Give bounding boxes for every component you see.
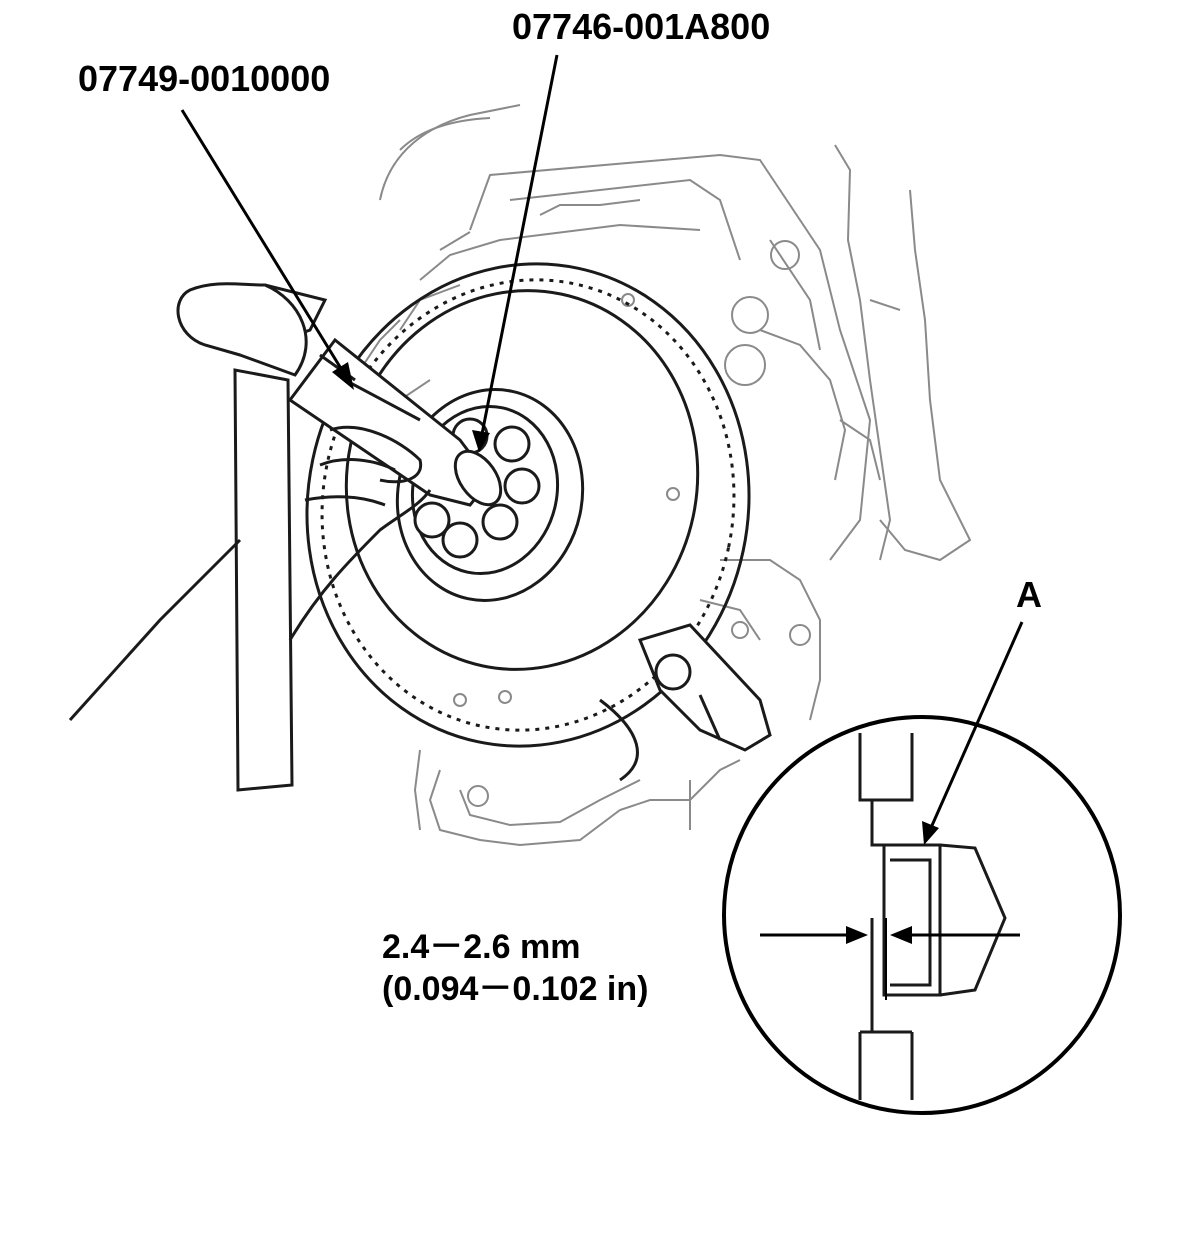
- attachment-tool-part-number: 07746-001A800: [512, 6, 771, 47]
- flywheel: [305, 262, 751, 748]
- dimension-in: (0.094－0.102 in): [382, 970, 649, 1008]
- callout-a-leader-line: [928, 621, 1024, 831]
- attachment-arrowhead: [472, 430, 490, 452]
- driver-leader-line: [180, 109, 347, 376]
- dimension-label: 2.4－2.6 mm (0.094－0.102 in): [382, 926, 648, 1010]
- dimension-arrow-right: [890, 926, 912, 944]
- leader-arrows: [180, 54, 1024, 845]
- engine-housing: [359, 104, 972, 847]
- detail-callout-label: A: [1016, 574, 1042, 615]
- callout-a-arrowhead: [922, 821, 939, 845]
- detail-view: [722, 715, 1122, 1115]
- driver-tool-part-number: 07749-0010000: [78, 58, 331, 99]
- attachment-leader-line: [480, 54, 559, 435]
- dimension-arrows: [760, 918, 1020, 1000]
- driver-arrowhead: [332, 362, 354, 390]
- hand: [68, 425, 432, 722]
- dimension-mm: 2.4－2.6 mm: [382, 928, 581, 966]
- flywheel-holder: [599, 623, 772, 782]
- driver-tool: [176, 282, 503, 792]
- dimension-arrow-left: [846, 926, 868, 944]
